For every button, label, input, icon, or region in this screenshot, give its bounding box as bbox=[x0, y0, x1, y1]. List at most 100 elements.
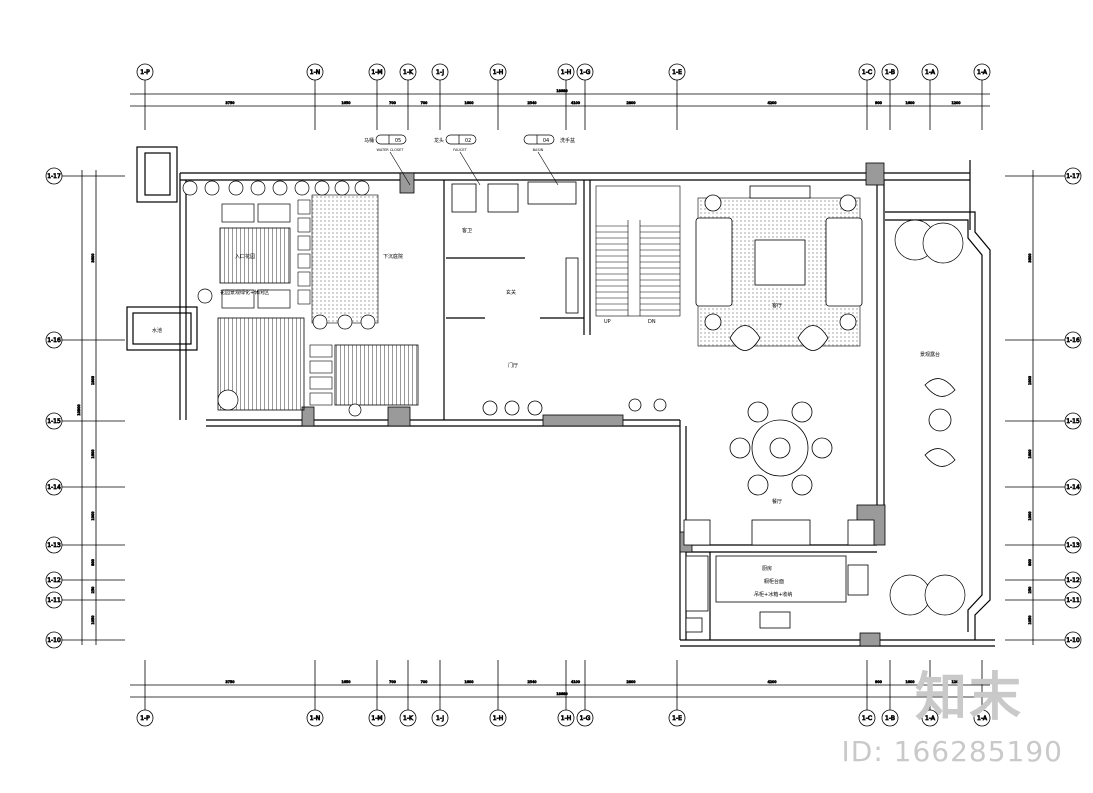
grid-label-top: 1-H bbox=[561, 69, 572, 76]
dim-bottom: 4200 bbox=[768, 680, 777, 684]
dim-left: 3600 bbox=[91, 254, 95, 263]
grid-label-right: 1-13 bbox=[1066, 542, 1080, 549]
dim-bottom: 2540 bbox=[528, 680, 537, 684]
dim-bottom: 4100 bbox=[571, 680, 580, 684]
label-hall: 门厅 bbox=[508, 362, 518, 369]
tag-note: FAUCET bbox=[453, 148, 467, 152]
dim-bottom: 1600 bbox=[906, 680, 915, 684]
dim-top: 2540 bbox=[528, 101, 537, 105]
dim-bottom: 2800 bbox=[627, 680, 636, 684]
grid-label-top: 1-K bbox=[403, 69, 414, 76]
dim-left: 1600 bbox=[91, 450, 95, 459]
label-wc: 客卫 bbox=[462, 227, 472, 234]
dim-bottom: 900 bbox=[875, 680, 882, 684]
grid-axis-top: 1-P 1-N 1-M 1-K 1-J 1-H 1-H 1-G 1-E 1-C 1-B 1-A 1-A 3… bbox=[130, 63, 991, 130]
grid-label-top: 1-G bbox=[580, 69, 591, 76]
tag-code: 02 bbox=[465, 138, 471, 144]
watermark-logo: 知末 bbox=[914, 668, 1023, 728]
dim-total-bottom: 18680 bbox=[556, 692, 567, 696]
furniture bbox=[451, 181, 956, 633]
dim-top: 700 bbox=[421, 101, 428, 105]
grid-label-top: 1-A bbox=[977, 69, 988, 76]
grid-label-bottom: 1-J bbox=[436, 715, 444, 722]
grid-label-right: 1-17 bbox=[1066, 173, 1080, 180]
grid-label-bottom: 1-P bbox=[140, 715, 150, 722]
tag-note: BASIN bbox=[533, 148, 544, 152]
grid-label-top: 1-M bbox=[371, 69, 382, 76]
grid-label-left: 1-17 bbox=[47, 173, 61, 180]
dim-bottom: 1650 bbox=[342, 680, 351, 684]
label-foyer: 玄关 bbox=[506, 289, 516, 296]
grid-label-top: 1-E bbox=[672, 69, 682, 76]
grid-label-left: 1-12 bbox=[47, 577, 61, 584]
dim-bottom: 3750 bbox=[226, 680, 235, 684]
grid-label-top: 1-P bbox=[140, 69, 150, 76]
dim-right: 800 bbox=[1028, 559, 1032, 566]
tag-prefix: 龙头 bbox=[434, 137, 444, 144]
label-living: 客厅 bbox=[772, 302, 782, 309]
grid-axis-left: 1-171-161-151-141-131-121-111-1036001800… bbox=[45, 167, 125, 649]
label-pool: 水池 bbox=[152, 327, 162, 334]
dim-left: 1000 bbox=[91, 512, 95, 521]
grid-label-left: 1-15 bbox=[47, 418, 61, 425]
dim-left: 1050 bbox=[91, 616, 95, 625]
dim-right: 1800 bbox=[1028, 376, 1032, 385]
dim-bottom: 1200 bbox=[952, 680, 961, 684]
grid-label-top: 1-J bbox=[436, 69, 444, 76]
grid-label-bottom: 1-K bbox=[403, 715, 414, 722]
grid-label-top: 1-B bbox=[885, 69, 895, 76]
label-terrace: 景观露台 bbox=[920, 351, 940, 358]
grid-label-bottom: 1-A bbox=[925, 715, 936, 722]
walls bbox=[126, 146, 995, 647]
grid-label-bottom: 1-M bbox=[371, 715, 382, 722]
dim-top: 2800 bbox=[627, 101, 636, 105]
staircase bbox=[595, 185, 681, 317]
dim-top: 4100 bbox=[571, 101, 580, 105]
grid-label-bottom: 1-C bbox=[862, 715, 872, 722]
grid-label-bottom: 1-H bbox=[493, 715, 504, 722]
tag-prefix: 马桶 bbox=[364, 137, 374, 144]
tag-code: 04 bbox=[543, 138, 549, 144]
label-dining: 餐厅 bbox=[772, 498, 782, 505]
dim-right: 250 bbox=[1028, 587, 1032, 594]
dim-left: 800 bbox=[91, 559, 95, 566]
grid-label-right: 1-12 bbox=[1066, 577, 1080, 584]
grid-label-left: 1-11 bbox=[47, 597, 61, 604]
tag-code: 05 bbox=[395, 138, 401, 144]
dim-top: 3750 bbox=[226, 101, 235, 105]
dim-top: 700 bbox=[389, 101, 396, 105]
dim-top: 1600 bbox=[906, 101, 915, 105]
label-court: 下沉庭院 bbox=[383, 253, 403, 260]
label-stair-dn: DN bbox=[648, 319, 656, 325]
grid-label-right: 1-16 bbox=[1066, 337, 1080, 344]
grid-label-top: 1-H bbox=[493, 69, 504, 76]
dim-top: 1600 bbox=[465, 101, 474, 105]
dim-right: 3600 bbox=[1028, 254, 1032, 263]
grid-label-right: 1-14 bbox=[1066, 484, 1080, 491]
label-kitchen: 厨房 bbox=[762, 565, 772, 572]
dim-left: 1800 bbox=[91, 376, 95, 385]
room-labels: 入口花园 花园景观绿化+休闲区 水池 下沉庭院 客卫 玄关 门厅 客厅 餐厅 景… bbox=[152, 227, 940, 598]
grid-axis-right: 1-171-161-151-141-131-121-111-1036001800… bbox=[1005, 167, 1082, 649]
grid-label-bottom: 1-N bbox=[310, 715, 320, 722]
grid-label-top: 1-N bbox=[310, 69, 320, 76]
dim-top: 900 bbox=[875, 101, 882, 105]
watermark-id: ID: 166285190 bbox=[841, 735, 1063, 768]
grid-label-bottom: 1-B bbox=[885, 715, 895, 722]
dim-top: 4200 bbox=[768, 101, 777, 105]
grid-label-right: 1-11 bbox=[1066, 597, 1080, 604]
grid-label-right: 1-15 bbox=[1066, 418, 1080, 425]
grid-label-top: 1-C bbox=[862, 69, 872, 76]
label-kitchen-note1: 橱柜台面 bbox=[764, 578, 784, 585]
dim-top: 1650 bbox=[342, 101, 351, 105]
grid-label-top: 1-A bbox=[925, 69, 936, 76]
tag-suffix: 洗手盆 bbox=[560, 137, 575, 144]
dim-right: 1000 bbox=[1028, 512, 1032, 521]
grid-label-bottom: 1-E bbox=[672, 715, 682, 722]
grid-label-left: 1-16 bbox=[47, 337, 61, 344]
dim-top: 1200 bbox=[952, 101, 961, 105]
